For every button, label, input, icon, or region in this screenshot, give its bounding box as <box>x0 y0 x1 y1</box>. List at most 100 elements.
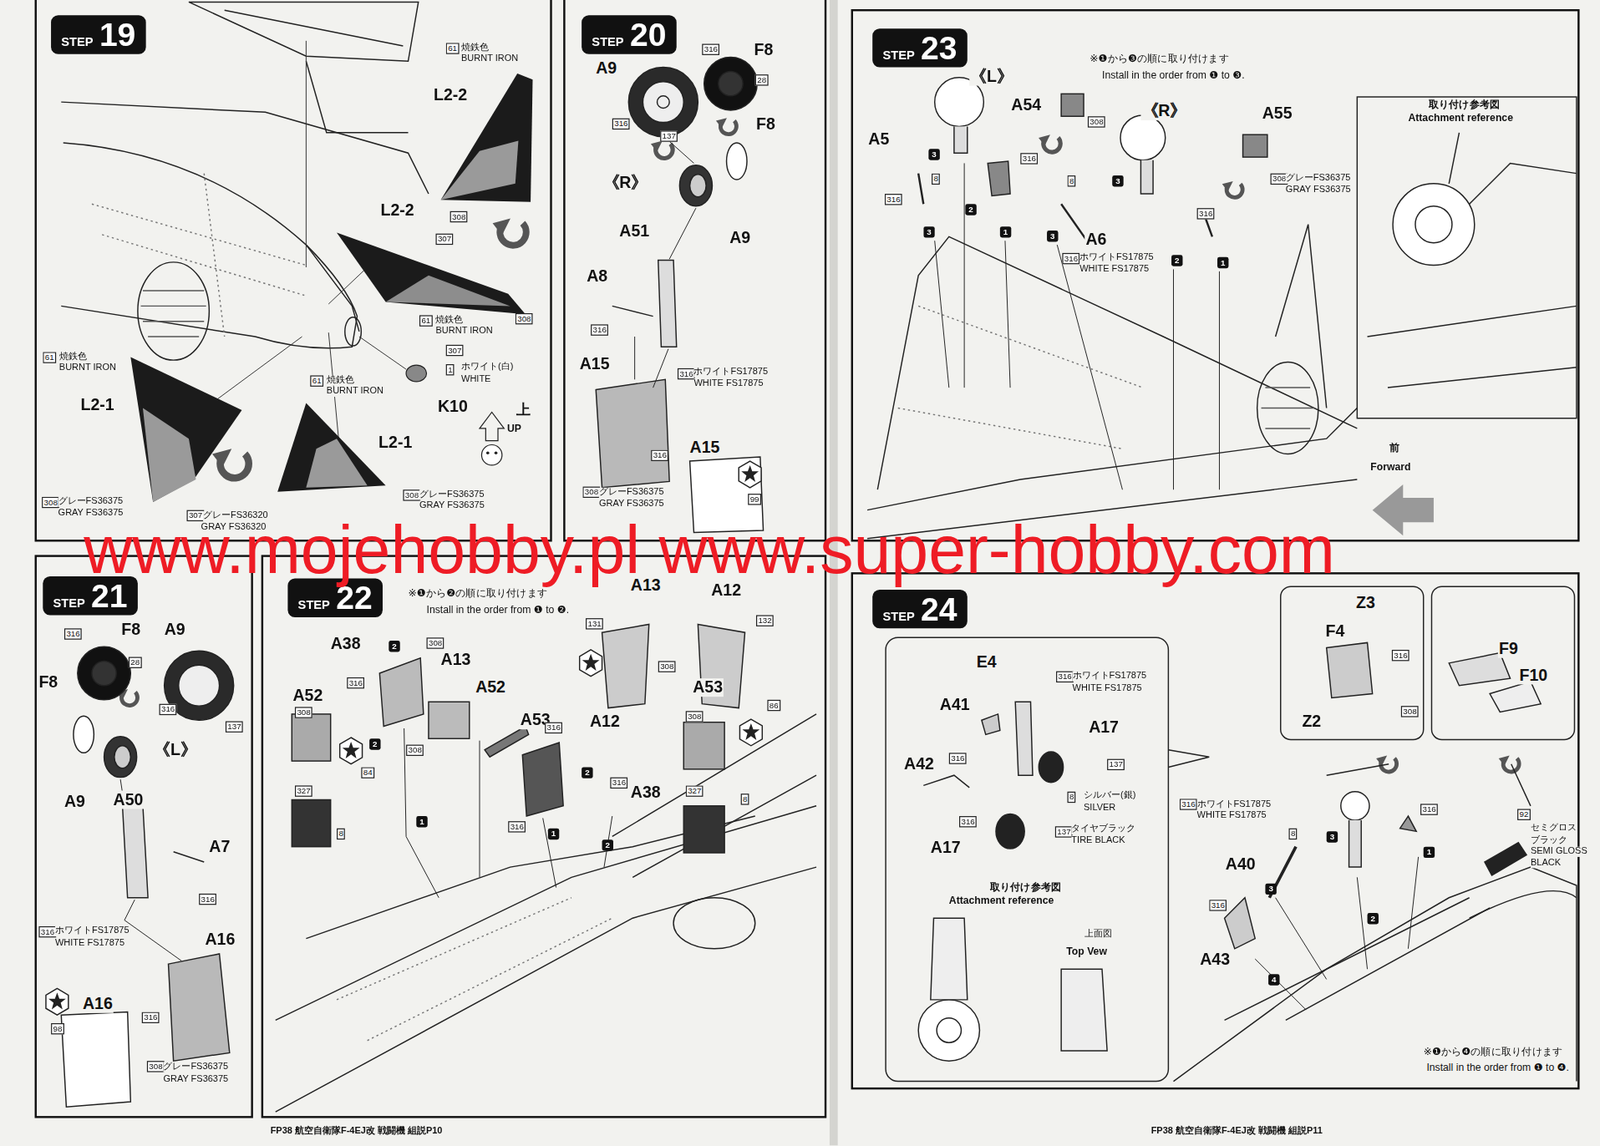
star-symbol <box>579 650 603 677</box>
part-name: A9 <box>162 620 186 639</box>
nose-gear-drawing <box>1489 681 1541 713</box>
paint-note: 上面図 <box>1084 929 1113 940</box>
wing-drawing <box>1372 484 1434 536</box>
order-marker: 4 <box>1268 974 1280 986</box>
part-name: A42 <box>903 755 935 773</box>
underside-drawing <box>484 726 529 758</box>
color-code: 316 <box>198 893 217 906</box>
part-name: A13 <box>439 650 472 669</box>
order-marker: 1 <box>416 816 427 828</box>
wheel-drawing <box>77 646 132 701</box>
color-code: 316 <box>1061 253 1080 265</box>
nose-gear-drawing <box>1349 820 1362 868</box>
paint-note: GRAY FS36375 <box>1285 184 1352 195</box>
fuselage-drawing <box>60 101 429 194</box>
color-code: 308 <box>685 711 704 723</box>
paint-note: WHITE FS17875 <box>55 939 125 950</box>
part-name: A55 <box>1261 104 1294 122</box>
color-code: 316 <box>544 722 563 735</box>
paint-note: セミグロス <box>1530 823 1577 834</box>
part-name: A50 <box>111 791 144 809</box>
rotate-symbol <box>650 141 673 159</box>
paint-note: TIRE BLACK <box>1071 835 1125 846</box>
color-code: 316 <box>959 816 977 828</box>
color-code: 308 <box>294 706 313 719</box>
underside-drawing <box>291 714 331 762</box>
color-code: 61 <box>309 375 324 387</box>
order-marker: 3 <box>1264 883 1276 895</box>
part-name: A52 <box>474 678 507 696</box>
part-name: A52 <box>291 686 324 705</box>
step-number: 19 <box>99 18 136 51</box>
fin-part <box>494 451 498 455</box>
color-code: 308 <box>515 313 534 326</box>
paint-note: WHITE FS17875 <box>693 378 763 389</box>
color-code: 316 <box>38 926 56 939</box>
part-name: A7 <box>208 838 231 856</box>
wing-drawing <box>987 161 1011 197</box>
wing-drawing <box>1257 362 1319 455</box>
color-code: 308 <box>1401 706 1419 718</box>
color-code: 316 <box>650 450 669 463</box>
part-name: A38 <box>629 783 662 802</box>
rotate-symbol <box>116 117 1519 773</box>
step-number: 24 <box>920 593 957 626</box>
fuselage-drawing <box>137 262 209 361</box>
part-name: L2-2 <box>432 86 469 104</box>
color-code: 308 <box>402 489 421 502</box>
order-marker: 3 <box>1112 175 1123 187</box>
part-name: F9 <box>1498 640 1519 658</box>
wing-drawing <box>1243 134 1268 158</box>
step-word: STEP <box>60 35 93 49</box>
step-word: STEP <box>882 609 915 623</box>
color-code: 316 <box>1056 671 1074 684</box>
rotate-symbol <box>1376 755 1397 773</box>
part-name: A16 <box>203 930 236 949</box>
star-symbol <box>340 737 363 765</box>
step-header: STEP 24 <box>872 589 968 629</box>
step-word: STEP <box>882 49 915 62</box>
panel-frame <box>262 556 826 1118</box>
color-code: 316 <box>701 44 720 56</box>
wheel-drawing <box>726 142 747 180</box>
nose-gear-drawing <box>1469 891 1577 920</box>
note-text: Attachment reference <box>949 894 1055 906</box>
part-name: 《L》 <box>969 67 1014 86</box>
part-name: A9 <box>63 792 87 811</box>
paint-note: WHITE FS17875 <box>1072 683 1143 694</box>
watermark: www.mojehobby.pl www.super-hobby.com <box>83 516 1336 585</box>
wheel-drawing <box>628 67 698 138</box>
nose-gear-drawing <box>885 637 1169 1082</box>
color-code: 99 <box>747 493 762 506</box>
nose-gear-drawing <box>1448 653 1510 686</box>
color-code: 308 <box>1087 116 1106 128</box>
note-text: 取り付け参考図 <box>1428 98 1500 110</box>
wheel-drawing <box>173 852 205 863</box>
color-code: 308 <box>41 497 60 509</box>
wheel-drawing <box>657 96 671 109</box>
nose-gear-drawing <box>936 1018 961 1043</box>
paint-note: グレーFS36375 <box>58 497 124 508</box>
color-code: 61 <box>446 42 460 55</box>
star-symbol <box>45 988 69 1016</box>
panel-frame <box>563 0 826 541</box>
order-marker: 1 <box>1217 257 1229 269</box>
part-name: A17 <box>1087 718 1120 737</box>
color-code: 137 <box>1107 759 1125 772</box>
paint-note: グレーFS36375 <box>1285 173 1352 184</box>
fin-part <box>130 356 242 502</box>
wheel-drawing <box>178 665 220 707</box>
wing-drawing <box>867 77 1577 539</box>
wheel-drawing <box>690 174 707 198</box>
color-code: 327 <box>294 785 313 798</box>
color-code: 316 <box>507 821 526 834</box>
color-code: 131 <box>585 618 604 630</box>
paint-note: GRAY FS36375 <box>162 1074 229 1085</box>
color-code: 316 <box>346 677 365 690</box>
color-code: 316 <box>612 118 630 131</box>
nose-gear-drawing <box>1254 857 1418 1011</box>
nose-gear-drawing <box>1484 843 1527 876</box>
underside-drawing <box>612 714 817 878</box>
order-marker: 1 <box>1000 226 1011 238</box>
underside-drawing <box>275 624 817 1113</box>
